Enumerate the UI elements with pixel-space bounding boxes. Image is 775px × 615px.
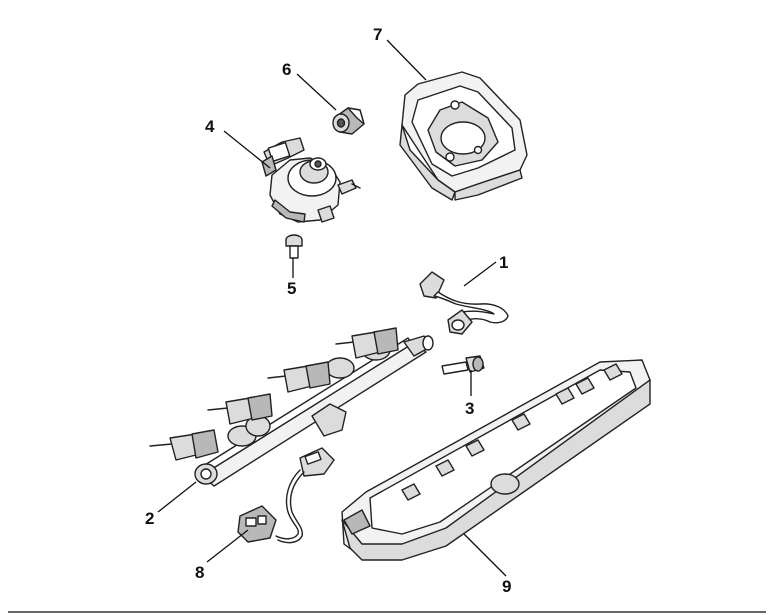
callout-5: 5	[287, 279, 296, 298]
part-1-fuel-line	[419, 271, 509, 335]
leader-1	[463, 261, 497, 287]
part-6-cap	[332, 107, 365, 135]
leader-7	[386, 39, 427, 81]
injector-3	[267, 361, 331, 393]
callout-1: 1	[499, 253, 508, 272]
callout-8: 8	[195, 563, 204, 582]
injector-2	[207, 393, 273, 425]
part-8-wiring-harness	[237, 447, 335, 544]
callout-3: 3	[465, 399, 474, 418]
part-4-fuel-pump	[261, 137, 361, 223]
callout-7: 7	[373, 25, 382, 44]
part-9-engine-cover	[341, 359, 651, 561]
callout-9: 9	[502, 577, 511, 596]
part-3-bolt	[441, 355, 485, 375]
part-2-fuel-rail	[149, 327, 434, 487]
callout-2: 2	[145, 509, 154, 528]
leader-2	[157, 481, 197, 513]
leader-6	[296, 73, 337, 111]
leader-9	[463, 533, 507, 577]
injector-4	[335, 327, 399, 359]
injector-1	[149, 429, 219, 461]
callout-4: 4	[205, 117, 215, 136]
part-5-bolt	[285, 234, 303, 259]
leader-4	[223, 130, 271, 169]
leader-8	[206, 529, 249, 563]
callout-6: 6	[282, 60, 291, 79]
part-7-pump-cover	[399, 71, 528, 201]
